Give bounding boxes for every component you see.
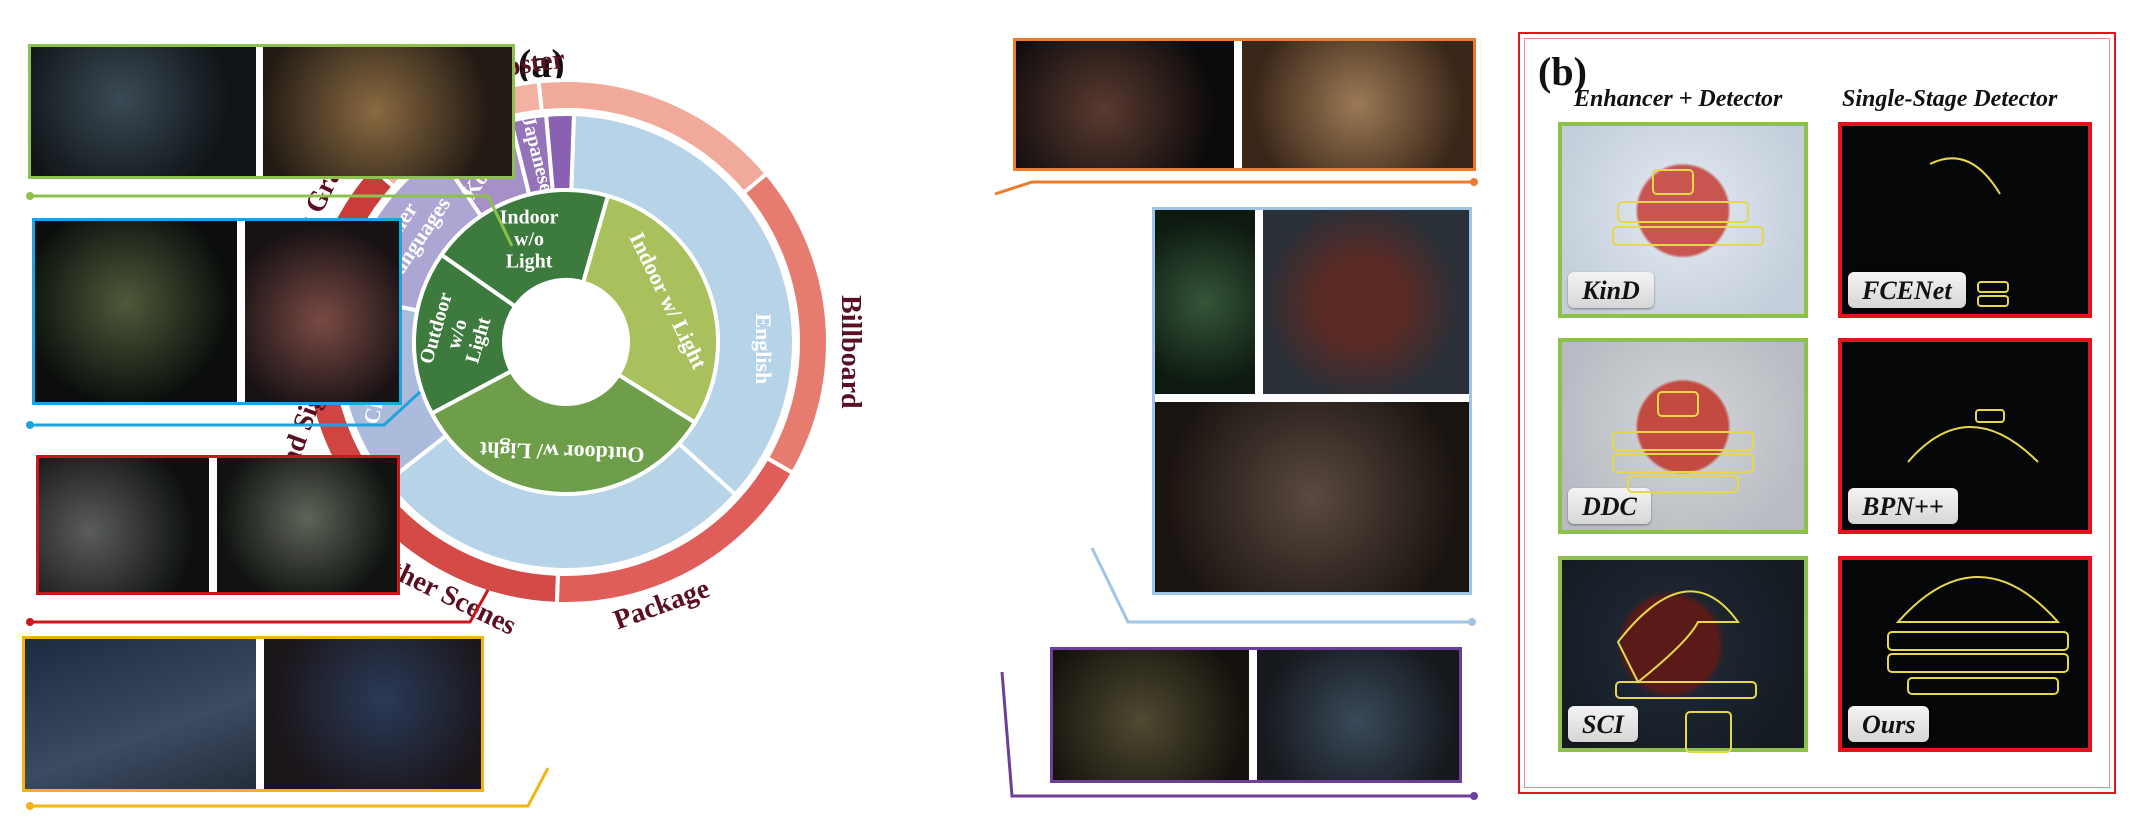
panel-b-inner-frame	[1524, 38, 2110, 788]
inner-outdoor-dark	[412, 252, 518, 417]
result-sci: SCI	[1558, 556, 1808, 752]
col-header-enhancer: Enhancer + Detector	[1574, 86, 1783, 112]
leader-package	[1000, 671, 1474, 798]
result-fcenet: FCENet	[1838, 122, 2092, 318]
billboard-photo-2	[1263, 210, 1469, 394]
leader-graffiti-dot	[26, 192, 34, 200]
road-sign-photo-2	[217, 458, 397, 592]
result-kind: KinD	[1558, 122, 1808, 318]
sample-graffiti	[28, 44, 515, 179]
leader-road-sign-dot	[26, 618, 34, 626]
graffiti-photo-1	[31, 47, 256, 176]
sample-billboard	[1152, 207, 1472, 595]
billboard-photo-3	[1155, 402, 1469, 592]
poster-photo-1	[1016, 41, 1234, 168]
result-ddc: DDC	[1558, 338, 1808, 534]
method-tag-sci: SCI	[1568, 706, 1638, 742]
billboard-photo-1	[1155, 210, 1255, 394]
other-scenes-photo-1	[25, 639, 256, 789]
method-tag-kind: KinD	[1568, 272, 1654, 308]
method-tag-fcenet: FCENet	[1848, 272, 1966, 308]
other-scenes-photo-2	[264, 639, 481, 789]
package-photo-2	[1257, 650, 1459, 780]
label-outdoor-light: Outdoor w/ Light	[479, 437, 645, 468]
graffiti-photo-2	[263, 47, 512, 176]
detection-outlines	[1612, 157, 2069, 753]
leader-package-dot	[1470, 792, 1478, 800]
leader-other-scenes	[30, 767, 550, 808]
result-bpn: BPN++	[1838, 338, 2092, 534]
inner-outdoor-light	[429, 368, 698, 496]
col-header-single-stage: Single-Stage Detector	[1842, 86, 2058, 112]
poster-photo-2	[1242, 41, 1473, 168]
clothes-photo-2	[245, 221, 399, 402]
leader-poster-dot	[1470, 178, 1478, 186]
road-sign-photo-1	[39, 458, 209, 592]
leader-poster	[994, 180, 1474, 196]
inner-indoor-light	[580, 193, 720, 426]
sample-poster	[1013, 38, 1476, 171]
clothes-photo-1	[35, 221, 237, 402]
leader-billboard-dot	[1468, 618, 1476, 626]
leader-clothes	[30, 390, 422, 427]
label-english: English	[751, 313, 776, 384]
method-tag-ours: Ours	[1848, 706, 1930, 742]
method-tag-bpn: BPN++	[1848, 488, 1958, 524]
leader-billboard	[1090, 547, 1472, 624]
leader-clothes-dot	[26, 421, 34, 429]
sample-road-sign	[36, 455, 400, 595]
sample-clothes	[32, 218, 402, 405]
leader-lines	[26, 178, 1478, 810]
method-tag-ddc: DDC	[1568, 488, 1651, 524]
panel-b-label: (b)	[1538, 49, 1587, 94]
sample-package	[1050, 647, 1462, 783]
package-photo-1	[1053, 650, 1249, 780]
sample-other-scenes	[22, 636, 484, 792]
leader-graffiti	[30, 194, 514, 247]
inner-indoor-dark	[438, 188, 611, 310]
leader-road-sign	[30, 589, 490, 624]
label-billboard: Billboard	[834, 295, 865, 409]
leader-other-scenes-dot	[26, 802, 34, 810]
panel-b-frame	[1518, 32, 2116, 794]
